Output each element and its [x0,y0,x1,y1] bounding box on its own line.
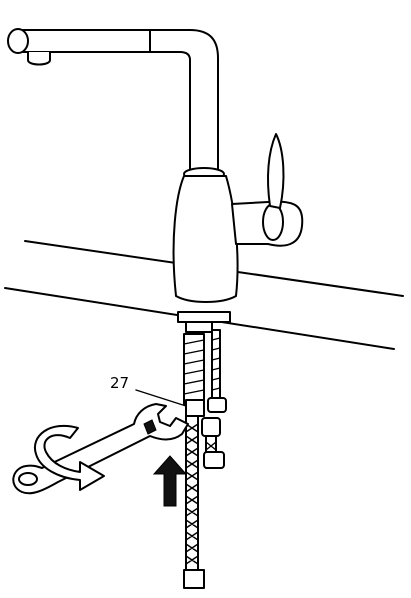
faucet-neck [149,29,219,173]
mounting-hardware [177,311,231,413]
hose-fitting-right [201,417,221,437]
rod-nut [207,397,227,413]
faucet-base [172,175,239,303]
spout-end [7,28,29,54]
hose-end-left [183,569,205,589]
braided-hose-icon [183,333,205,589]
callout: 27 [110,374,187,407]
mounting-plate [177,311,231,323]
hose-fitting-left [185,399,205,417]
up-arrow-icon [152,455,188,507]
rotate-arrow-icon [33,424,105,491]
hose-end-right [203,451,225,469]
mounting-nut [185,321,213,333]
braided-hose-icon [201,417,225,469]
threaded-rod [211,329,221,403]
lever-hub [262,203,284,241]
rotate-arrow [33,424,105,491]
faucet-icon [7,28,304,303]
up-arrow [152,455,188,507]
callout-number: 27 [110,374,129,392]
wrench-hole [18,472,38,486]
wrench-adjuster [143,419,157,435]
lever-handle [267,133,285,209]
callout-leader-line [135,389,187,407]
aerator [27,52,51,66]
